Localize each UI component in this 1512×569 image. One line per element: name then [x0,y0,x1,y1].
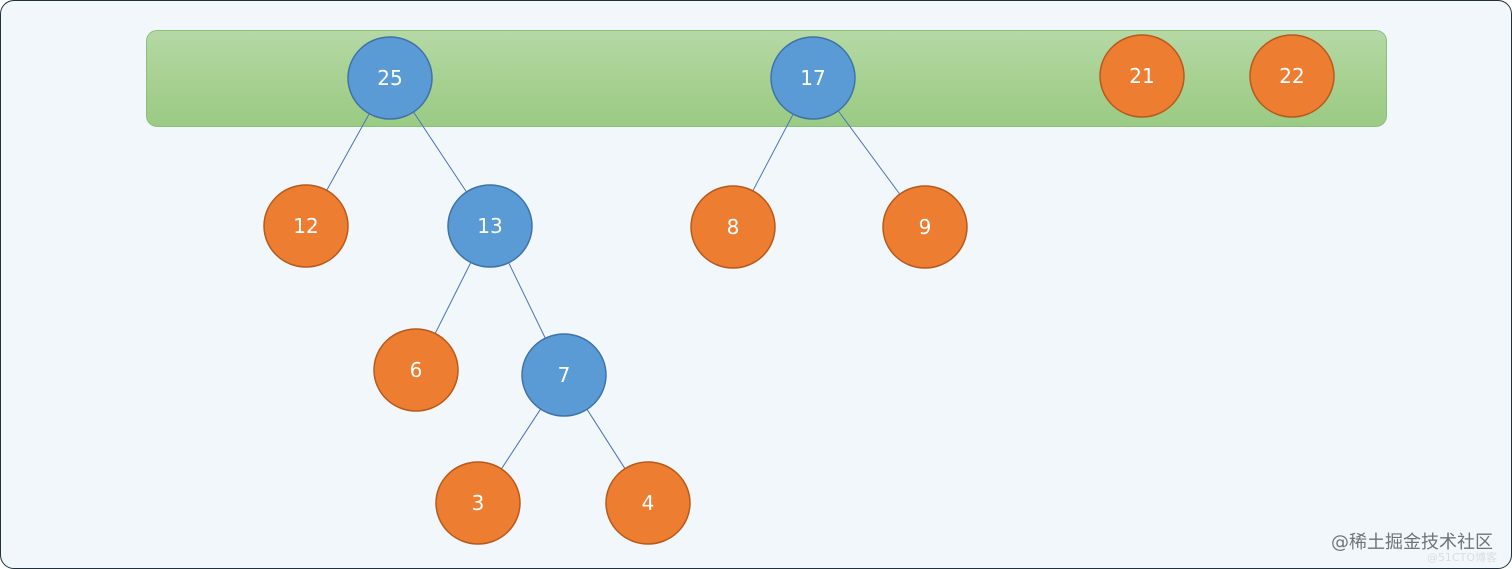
node-circle [770,36,856,120]
edge-n25-n12 [325,111,371,193]
node-label: 25 [377,66,402,90]
node-22: 22 [1249,34,1335,118]
node-label: 3 [472,491,485,515]
node-circle [1249,34,1335,118]
edge-n13-n6 [433,260,473,336]
node-circle [263,184,349,268]
node-label: 22 [1279,64,1304,88]
node-circle [690,185,776,269]
node-label: 8 [727,215,740,239]
node-17: 17 [770,36,856,120]
node-6: 6 [373,328,459,412]
node-label: 12 [293,214,318,238]
node-25: 25 [347,36,433,120]
node-4: 4 [605,461,691,545]
watermark-faint: @51CTO博客 [1426,551,1497,564]
node-circle [605,461,691,545]
node-8: 8 [690,185,776,269]
node-3: 3 [435,461,521,545]
node-circle [521,333,607,417]
node-circle [347,36,433,120]
edge-n13-n7 [507,260,547,341]
node-12: 12 [263,184,349,268]
node-circle [373,328,459,412]
node-label: 4 [642,491,655,515]
node-circle [447,184,533,268]
watermark: @稀土掘金技术社区 [1331,532,1493,553]
node-label: 17 [800,66,825,90]
node-label: 21 [1129,64,1154,88]
edge-n7-n3 [499,407,543,471]
edge-n7-n4 [585,407,627,471]
node-label: 6 [410,358,423,382]
node-circle [882,185,968,269]
node-circle [1099,34,1185,118]
node-7: 7 [521,333,607,417]
node-label: 13 [477,214,502,238]
edge-n25-n13 [411,109,469,195]
edge-n17-n9 [836,108,902,197]
edge-n17-n8 [751,112,795,193]
node-21: 21 [1099,34,1185,118]
node-9: 9 [882,185,968,269]
node-13: 13 [447,184,533,268]
node-label: 9 [919,215,932,239]
node-circle [435,461,521,545]
node-label: 7 [558,363,571,387]
